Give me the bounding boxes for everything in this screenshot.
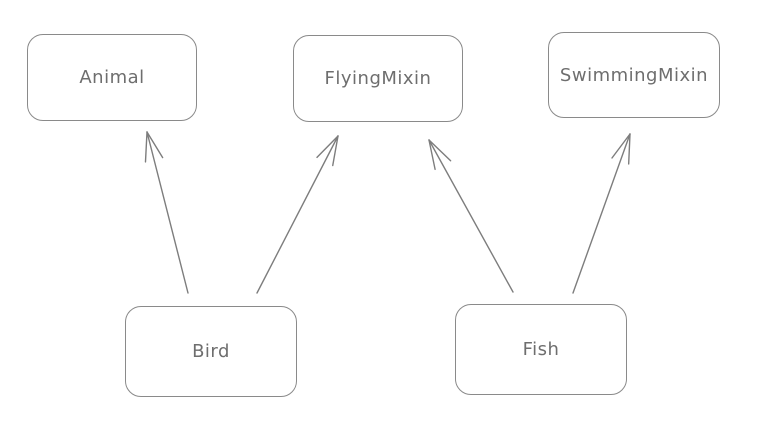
node-label-fish: Fish — [522, 339, 560, 360]
node-flying-mixin: FlyingMixin — [293, 35, 463, 122]
arrowhead-icon — [146, 131, 164, 159]
edge-fish-to-flying-mixin — [428, 139, 514, 293]
node-label-swimming-mixin: SwimmingMixin — [559, 64, 709, 86]
node-fish: Fish — [455, 304, 627, 395]
node-bird: Bird — [125, 306, 297, 397]
node-label-bird: Bird — [192, 341, 230, 362]
arrowhead-icon — [428, 139, 436, 171]
arrowhead-icon — [627, 133, 631, 165]
node-animal: Animal — [27, 34, 197, 121]
arrowhead-icon — [144, 131, 148, 163]
node-label-animal: Animal — [79, 67, 145, 88]
arrowhead-icon — [611, 133, 631, 159]
edge-bird-to-animal — [144, 131, 189, 294]
edge-bird-to-flying-mixin — [256, 135, 339, 294]
node-label-flying-mixin: FlyingMixin — [324, 68, 432, 89]
node-swimming-mixin: SwimmingMixin — [548, 32, 720, 118]
arrowhead-icon — [428, 139, 452, 162]
arrowhead-icon — [316, 135, 339, 159]
arrowhead-icon — [332, 135, 339, 167]
edge-fish-to-swimming-mixin — [572, 133, 631, 294]
